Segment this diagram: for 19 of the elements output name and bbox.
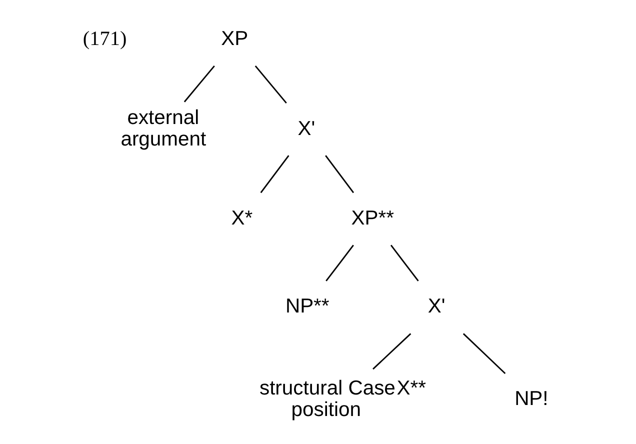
connector: [184, 65, 215, 102]
connector: [390, 244, 419, 282]
node-text: NP**: [285, 296, 330, 318]
connector: [254, 65, 287, 104]
node-text: XP: [221, 28, 248, 50]
node-text: X': [428, 296, 446, 318]
node-text: X*: [231, 207, 253, 230]
connector: [462, 333, 506, 374]
connector: [325, 155, 354, 194]
node-text: X': [298, 118, 316, 140]
node-text: XP**: [351, 207, 394, 230]
connector: [326, 244, 354, 282]
connector: [372, 333, 412, 370]
node-text: NP!: [514, 388, 548, 410]
node-text: X**: [396, 377, 426, 400]
node-label: structural Case position: [259, 377, 396, 421]
node-text: external argument: [120, 107, 206, 151]
connector: [260, 155, 290, 194]
label: (171): [82, 28, 127, 50]
